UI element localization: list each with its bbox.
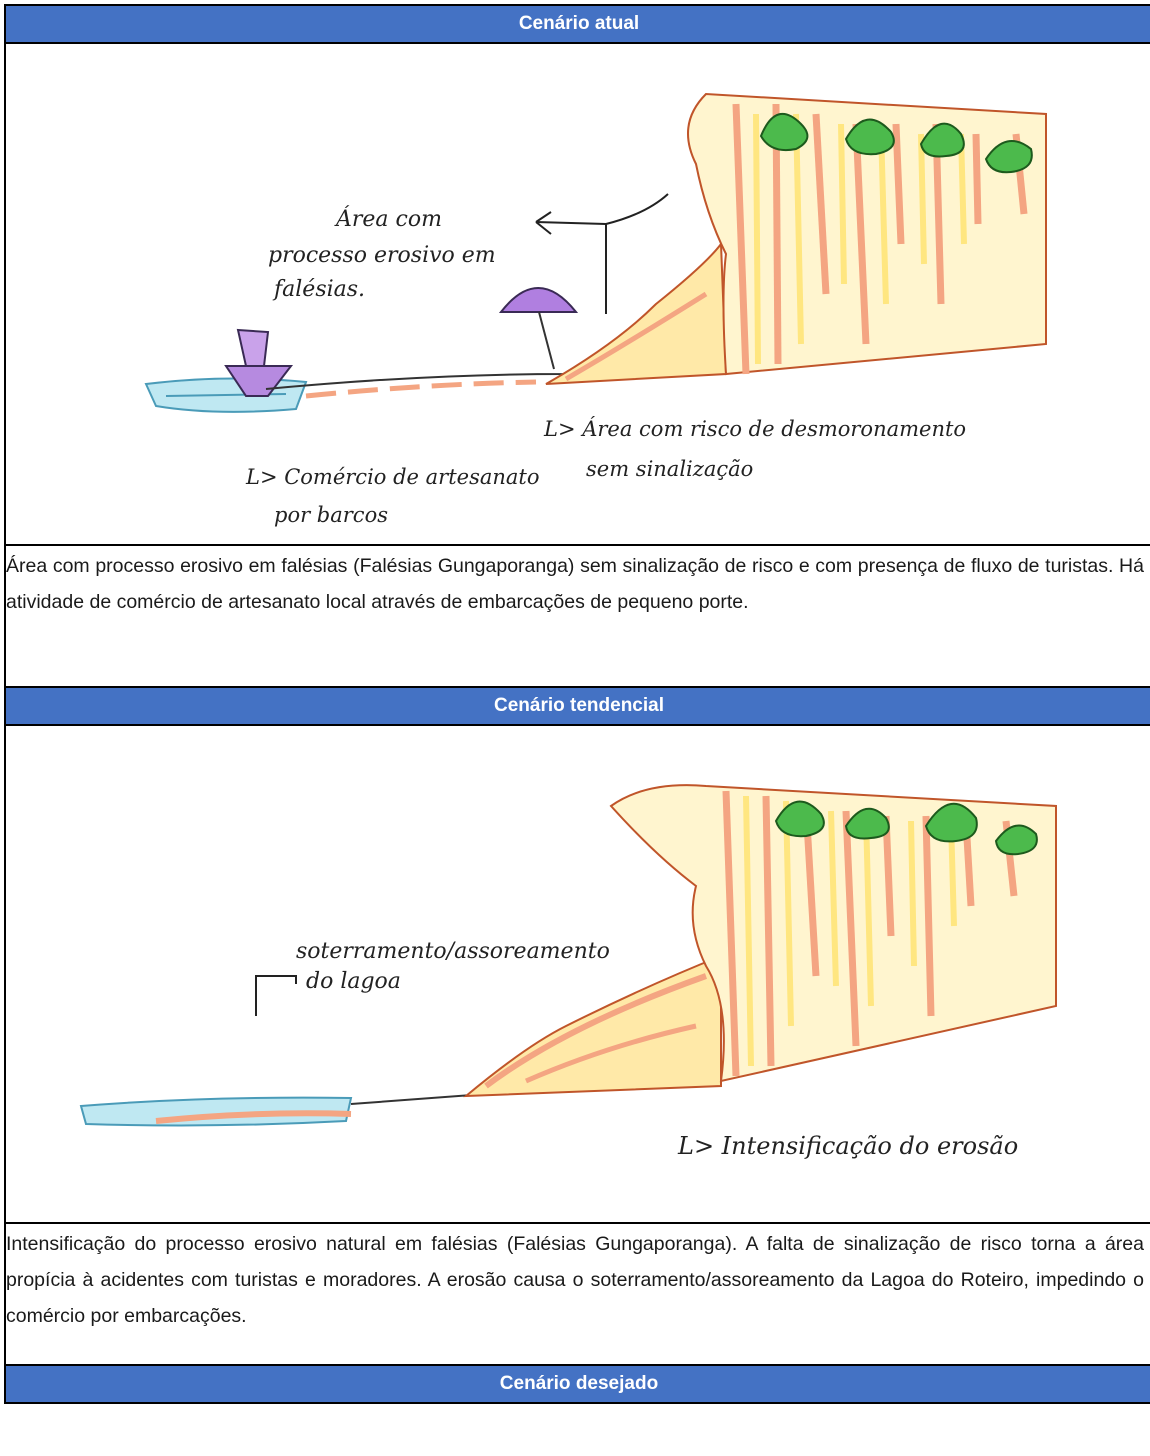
sketch-atual-drawing: Área com processo erosivo em falésias. L… <box>144 92 1047 527</box>
scenario-table: Cenário atual <box>4 4 1150 1404</box>
note-1: Área com <box>334 205 442 232</box>
section-header-atual: Cenário atual <box>6 4 1150 44</box>
note-5: sem sinalização <box>586 457 753 481</box>
sketch-tendencial: soterramento/assoreamento do lagoa L> In… <box>6 726 1150 1224</box>
note-9: do lagoa <box>306 969 401 994</box>
note-4: L> Área com risco de desmoronamento <box>543 417 966 441</box>
note-3: falésias. <box>272 277 365 302</box>
description-tendencial: Intensificação do processo erosivo natur… <box>6 1233 1144 1327</box>
note-2: processo erosivo em <box>268 243 496 268</box>
section-header-tendencial: Cenário tendencial <box>6 686 1150 726</box>
sketch-tendencial-drawing: soterramento/assoreamento do lagoa L> In… <box>79 784 1057 1160</box>
note-8: soterramento/assoreamento <box>296 939 610 964</box>
description-atual: Área com processo erosivo em falésias (F… <box>6 555 1144 613</box>
sketch-atual: Área com processo erosivo em falésias. L… <box>6 44 1150 546</box>
note-7: por barcos <box>274 503 388 527</box>
note-10: L> Intensificação do erosão <box>677 1132 1018 1160</box>
note-6: L> Comércio de artesanato <box>245 465 540 489</box>
section-header-desejado: Cenário desejado <box>6 1364 1150 1404</box>
